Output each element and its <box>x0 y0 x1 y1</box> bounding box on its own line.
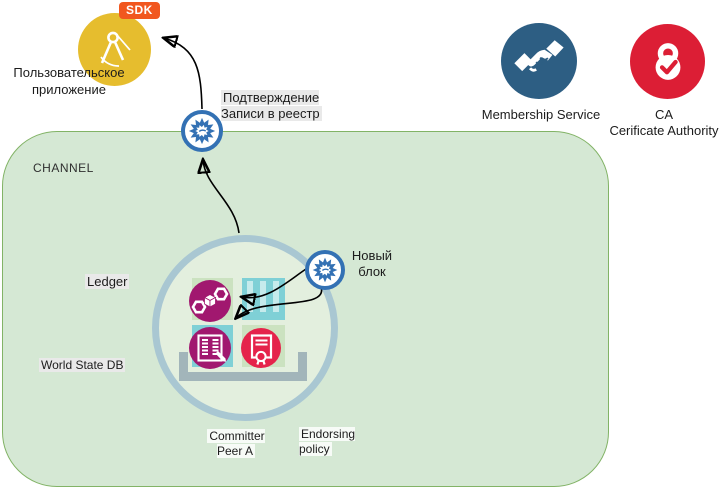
ca-label-line2: Cerificate Authority <box>609 122 719 138</box>
lock-check-icon <box>655 42 680 80</box>
smart-contract-node <box>189 327 231 369</box>
committer-peer-label: Committer Peer A <box>207 429 265 458</box>
membership-service-label: Membership Service <box>481 107 601 122</box>
burst-icon <box>312 257 338 283</box>
database-bars-icon <box>260 281 266 312</box>
world-state-db-label: World State DB <box>39 358 126 372</box>
certificate-node <box>241 328 281 368</box>
ledger-pen-icon <box>197 334 226 362</box>
database-square <box>242 278 285 320</box>
user-app-label: Пользовательское приложение <box>13 65 125 97</box>
ledger-label: Ledger <box>85 274 130 289</box>
arrow-confirm-to-app <box>164 38 203 110</box>
blockchain-node <box>189 280 231 322</box>
commit-event-node <box>181 110 223 152</box>
confirm-record-label: Подтверждение Записи в реестр <box>221 90 322 122</box>
sdk-badge: SDK <box>119 2 160 19</box>
ca-label-line1: CA <box>654 107 674 122</box>
endorsing-policy-label: Endorsing policy <box>299 427 356 456</box>
membership-service-node <box>501 23 577 99</box>
channel-title: CHANNEL <box>33 161 94 175</box>
burst-icon <box>188 117 216 145</box>
database-bars-icon <box>273 281 279 312</box>
new-block-event-node <box>305 250 345 290</box>
certificate-icon <box>250 334 273 365</box>
chain-cube-icon <box>191 287 229 314</box>
database-bars-icon <box>247 281 253 312</box>
certificate-authority-node <box>630 24 705 99</box>
compass-icon <box>99 31 131 67</box>
certificate-authority-label: CA Cerificate Authority <box>601 107 727 138</box>
handshake-icon <box>514 40 564 72</box>
new-block-label: Новый блок <box>351 248 393 280</box>
peer-tray <box>179 352 307 381</box>
user-app-node <box>78 13 151 86</box>
